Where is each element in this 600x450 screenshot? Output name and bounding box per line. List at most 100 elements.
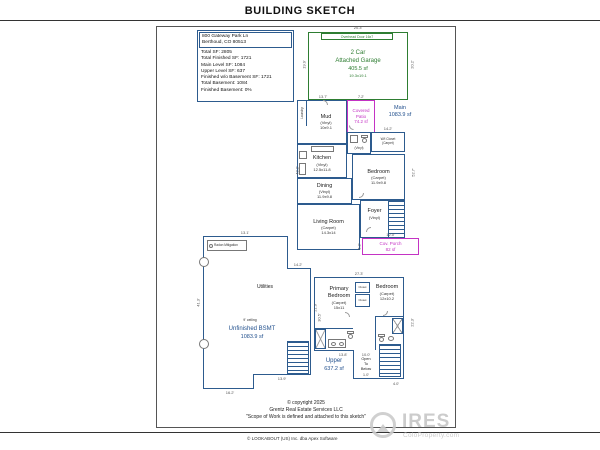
stairs-upper <box>379 344 401 377</box>
sink-icon <box>339 342 344 346</box>
closet-upper-1: Closet <box>355 282 370 293</box>
open-to-below-label: 10.0' Open To Below 1.0' <box>354 352 378 377</box>
wall-segment <box>253 374 311 376</box>
level-name: Main <box>394 105 406 111</box>
garage-outline: Overhead Door 16x7 2 Car Attached Garage… <box>308 32 408 100</box>
stove-icon <box>299 151 307 159</box>
room-name: Bedroom <box>375 284 399 290</box>
garage-area: 405.5 sf <box>348 65 368 72</box>
wall-segment <box>314 277 404 279</box>
sink-icon <box>331 342 336 346</box>
summary-line: Total Basement: 1084 <box>201 81 248 87</box>
door-arc <box>345 312 350 317</box>
wall-segment <box>353 350 355 379</box>
room-name: Covered <box>352 108 370 114</box>
stairs-main <box>388 200 405 238</box>
toilet-icon <box>347 331 354 339</box>
level-name: Upper <box>325 358 343 364</box>
ceiling-label: 9' ceiling <box>243 318 257 322</box>
toilet-icon <box>361 135 368 143</box>
dimension-label: 13.8' <box>338 352 348 357</box>
linen-closet-icon <box>315 329 326 349</box>
room-name: Laundry <box>299 107 304 119</box>
open-label: Open <box>361 357 371 362</box>
wall-segment <box>203 236 288 238</box>
room-name: Living Room <box>313 218 344 225</box>
wall-segment <box>353 378 404 380</box>
dimension-label: 13.9' <box>277 376 287 381</box>
garage-name-line2: Attached Garage <box>335 57 381 64</box>
open-label: To <box>363 362 368 367</box>
wall-segment <box>287 268 311 270</box>
overhead-door: Overhead Door 16x7 <box>321 33 393 40</box>
dimension-label: 19.9' <box>301 60 307 69</box>
room-area: 82 sf <box>385 246 396 252</box>
room-size: 12x10.2 <box>379 295 395 301</box>
room-name: Cov. Porch <box>379 241 402 247</box>
room-floor: (Vinyl) <box>318 189 331 195</box>
address-block: 800 Gateway Park Ln Berthoud, CO 80513 <box>199 32 292 48</box>
room-living: Living Room (Carpet) 14.3x14 <box>297 204 360 250</box>
garage-label: 2 Car Attached Garage 405.5 sf 19.3x19.1 <box>309 50 407 78</box>
room-floor: (Carpet) <box>382 141 394 145</box>
radon-mitigation-box: Radon Mitigation <box>207 240 247 251</box>
room-name: Primary <box>329 286 349 292</box>
wall-segment <box>403 277 405 379</box>
room-primary-bedroom: Primary Bedroom (Carpet) 15x11 <box>318 286 360 310</box>
utilities-label: Utilities <box>256 284 274 290</box>
room-name: Mud <box>320 113 332 120</box>
dimension-label: 5.2' <box>356 243 362 250</box>
shower-icon <box>350 135 358 143</box>
room-floor: (Vinyl) <box>316 161 328 167</box>
summary-line: Total Finished SF: 1721 <box>201 56 252 62</box>
room-name: Kitchen <box>312 155 332 162</box>
room-size: 14.3x14 <box>321 230 336 236</box>
summary-line: Main Level SF: 1084 <box>201 62 245 68</box>
dimension-label: 20.3' <box>353 25 363 30</box>
room-covered-patio: Covered Patio 74.2 sf <box>347 100 375 133</box>
summary-line: Finished w/o Basement SF: 1721 <box>201 75 272 81</box>
room-bedroom-upper: Bedroom (Carpet) 12x10.2 <box>372 284 402 301</box>
room-size: 11.9x9.8 <box>316 194 333 200</box>
dimension-label: 20.2' <box>409 60 415 69</box>
room-floor: (Carpet) <box>331 299 347 305</box>
dimension-label: 13.1' <box>240 230 250 235</box>
room-mud: Mud (Vinyl) 10x9.1 <box>297 100 347 144</box>
water-heater-icon <box>199 339 209 349</box>
level-area: 637.2 sf <box>324 365 344 372</box>
level-area: 1083.9 sf <box>240 333 264 340</box>
radon-icon <box>209 243 213 248</box>
footer-divider <box>0 432 600 433</box>
main-level-label: Main 1083.9 sf <box>379 105 421 119</box>
room-floor: (Carpet) <box>371 175 386 181</box>
room-name: W/I Closet <box>380 137 396 142</box>
dimension-label: 14.2' <box>383 126 393 131</box>
company-line: Grentz Real Estate Services LLC <box>269 407 343 413</box>
scope-line: "Scope of Work is defined and attached t… <box>246 414 366 420</box>
copyright-line: © copyright 2025 <box>287 400 325 406</box>
wall-segment <box>253 374 255 389</box>
room-wi-closet: W/I Closet (Carpet) <box>371 132 405 152</box>
software-credit: © LOOKABOUT (US) Inc. dba Apex Software <box>247 436 338 441</box>
summary-line: Upper Level SF: 637 <box>201 68 245 74</box>
ires-logo-text: IRES <box>402 411 451 432</box>
room-kitchen: Kitchen (Vinyl) 12.5x11.8 <box>297 144 347 178</box>
room-name: Closet <box>358 297 367 302</box>
dimension-label: 41.3' <box>195 298 201 307</box>
garage-size: 19.3x19.1 <box>349 72 367 78</box>
door-arc <box>323 100 328 105</box>
wall-segment <box>314 277 316 351</box>
dimension-label: 16.2' <box>225 390 235 395</box>
wall-segment <box>314 350 354 352</box>
room-area: 74.2 sf <box>354 119 368 125</box>
dimension-label: 12.0' <box>386 232 395 237</box>
toilet-icon <box>378 334 385 342</box>
room-size: 10x9.1 <box>319 125 332 131</box>
room-name: Foyer <box>367 208 382 214</box>
room-floor: (Carpet) <box>379 290 395 296</box>
wall-segment <box>203 388 254 390</box>
wall-segment <box>375 316 377 350</box>
summary-line: Total SF: 2805 <box>201 50 232 55</box>
room-size: 12.5x11.8 <box>313 166 331 172</box>
sf-summary-list: Total SF: 2805 Total Finished SF: 1721 M… <box>198 49 293 95</box>
